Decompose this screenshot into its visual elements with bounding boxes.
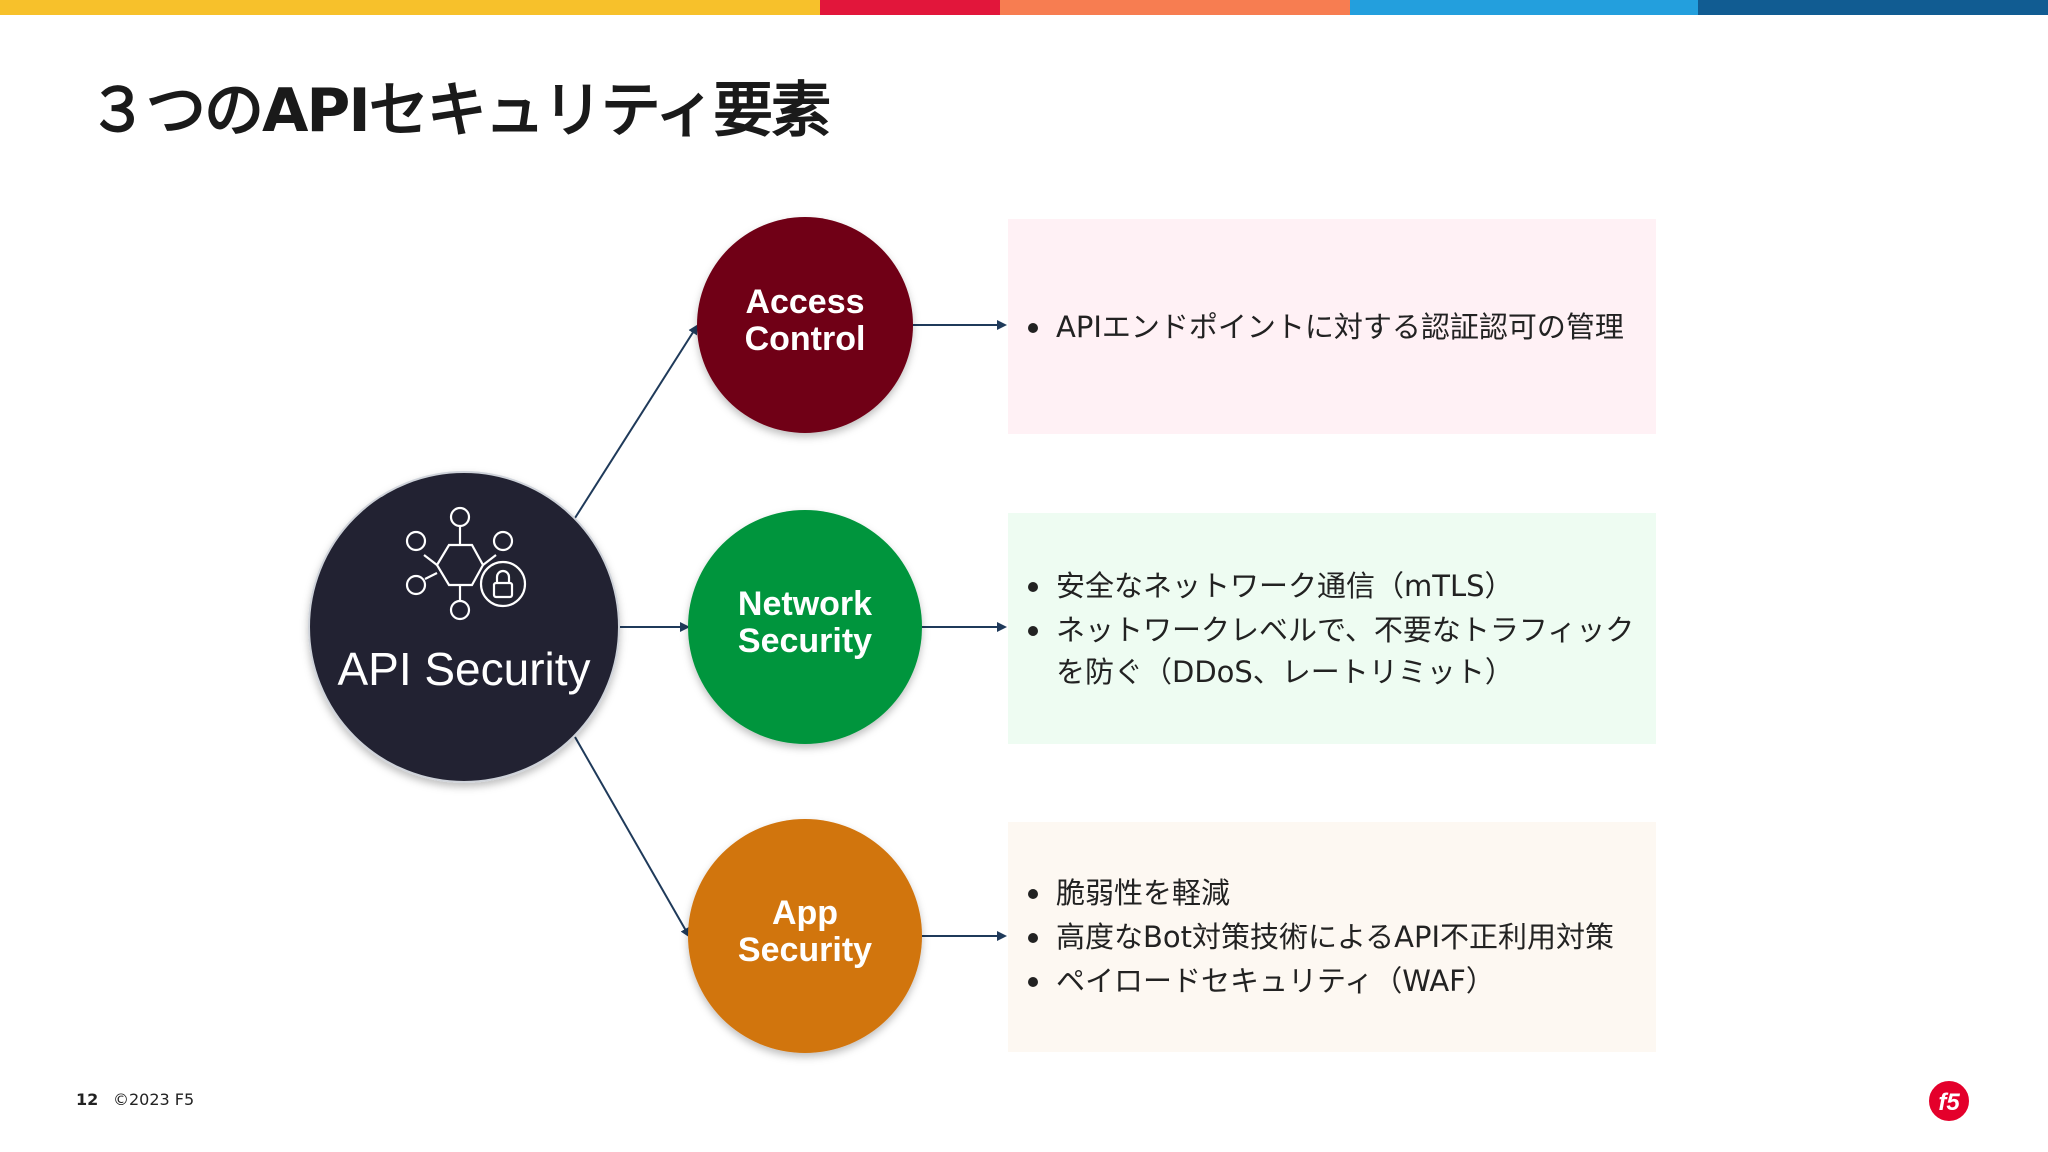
copyright-text: ©2023 F5: [113, 1090, 195, 1109]
access-control-label-line1: Access: [745, 283, 864, 321]
connector-arrow: [574, 736, 690, 938]
network-security-box: 安全なネットワーク通信（mTLS） ネットワークレベルで、不要なトラフィック を…: [1008, 513, 1656, 744]
app-security-label-line2: Security: [738, 931, 872, 969]
app-security-label-line1: App: [772, 894, 838, 932]
network-security-circle: [688, 510, 922, 744]
list-item: ネットワークレベルで、不要なトラフィック を防ぐ（DDoS、レートリミット）: [1018, 609, 1656, 693]
network-security-list: 安全なネットワーク通信（mTLS） ネットワークレベルで、不要なトラフィック を…: [1018, 563, 1656, 695]
logo-text: f5: [1938, 1089, 1960, 1116]
top-color-bar: [0, 0, 2048, 15]
app-security-box: 脆弱性を軽減 高度なBot対策技術によるAPI不正利用対策 ペイロードセキュリテ…: [1008, 822, 1656, 1052]
list-item-text: ネットワークレベルで、不要なトラフィック を防ぐ（DDoS、レートリミット）: [1056, 612, 1635, 689]
topbar-segment-blue: [1350, 0, 1698, 15]
list-item-text: 高度なBot対策技術によるAPI不正利用対策: [1056, 920, 1615, 954]
list-item: APIエンドポイントに対する認証認可の管理: [1018, 306, 1656, 348]
api-security-circle: [308, 471, 620, 783]
connector-arrow: [574, 324, 699, 519]
bullet-icon: [1028, 322, 1038, 333]
app-security-list: 脆弱性を軽減 高度なBot対策技術によるAPI不正利用対策 ペイロードセキュリテ…: [1018, 870, 1656, 1004]
topbar-segment-yellow: [0, 0, 820, 15]
list-item: 安全なネットワーク通信（mTLS）: [1018, 565, 1656, 607]
list-item: 脆弱性を軽減: [1018, 872, 1656, 914]
page-number: 12: [76, 1090, 99, 1109]
access-control-box: APIエンドポイントに対する認証認可の管理: [1008, 219, 1656, 434]
bullet-icon: [1028, 581, 1038, 592]
hexagon-network-lock-icon: [405, 506, 527, 621]
list-item-text: 安全なネットワーク通信（mTLS）: [1056, 568, 1514, 603]
network-security-label-line2: Security: [738, 622, 872, 660]
topbar-segment-red: [820, 0, 1000, 15]
access-control-list: APIエンドポイントに対する認証認可の管理: [1018, 304, 1656, 350]
network-security-label-line1: Network: [738, 585, 872, 623]
bullet-icon: [1028, 977, 1038, 987]
app-security-circle: [688, 819, 922, 1053]
f5-logo-icon: f5: [1927, 1079, 1971, 1123]
bullet-icon: [1028, 933, 1038, 943]
api-security-label: API Security: [337, 643, 590, 695]
list-item: 高度なBot対策技術によるAPI不正利用対策: [1018, 916, 1656, 958]
page-title: ３つのAPIセキュリティ要素: [88, 76, 831, 146]
access-control-label-line2: Control: [745, 320, 866, 358]
topbar-segment-orange: [1000, 0, 1350, 15]
list-item: ペイロードセキュリティ（WAF）: [1018, 960, 1656, 1002]
bullet-icon: [1028, 625, 1038, 636]
bullet-icon: [1028, 889, 1038, 899]
access-control-circle: [697, 217, 913, 433]
topbar-segment-navy: [1698, 0, 2048, 15]
list-item-text: 脆弱性を軽減: [1056, 876, 1231, 910]
list-item-text: APIエンドポイントに対する認証認可の管理: [1056, 309, 1624, 344]
list-item-text: ペイロードセキュリティ（WAF）: [1056, 964, 1495, 998]
